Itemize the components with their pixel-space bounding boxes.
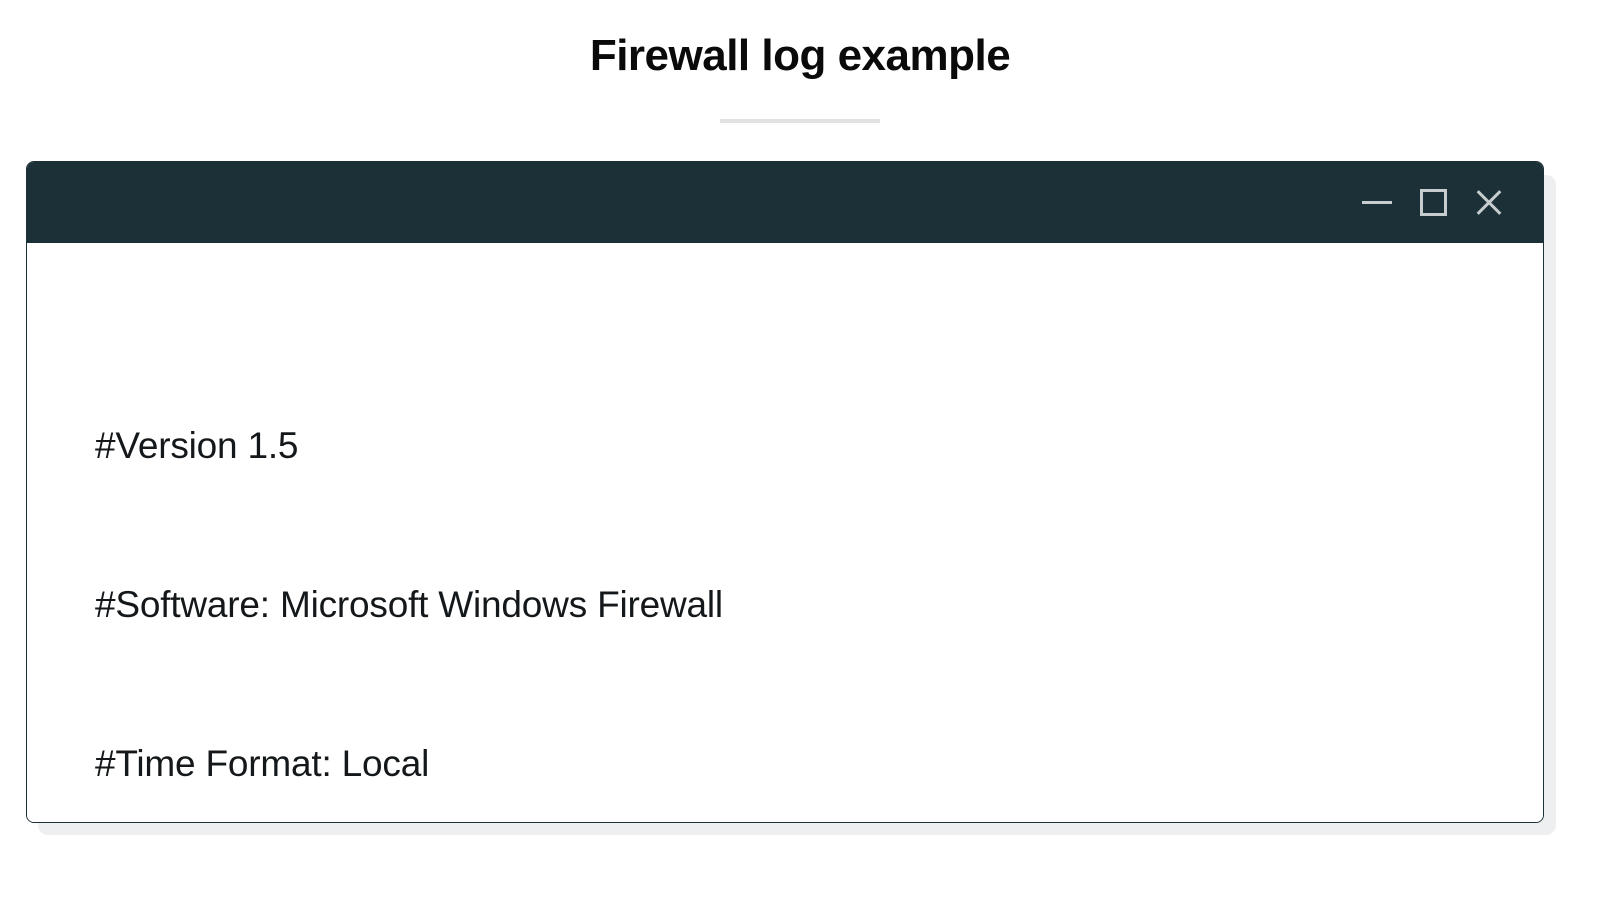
log-header-line: #Software: Microsoft Windows Firewall [95,584,723,625]
log-window-wrapper: #Version 1.5 #Software: Microsoft Window… [26,161,1556,835]
window-titlebar[interactable] [27,162,1543,243]
maximize-icon [1419,189,1447,216]
minimize-icon [1362,201,1392,204]
page-header: Firewall log example [0,0,1600,123]
log-content-area: #Version 1.5 #Software: Microsoft Window… [27,243,1543,822]
minimize-button[interactable] [1349,175,1405,231]
close-icon [1473,187,1505,219]
maximize-button[interactable] [1405,175,1461,231]
title-divider [720,118,880,123]
log-header-line: #Version 1.5 [95,425,299,466]
page-title: Firewall log example [589,31,1011,80]
log-window: #Version 1.5 #Software: Microsoft Window… [26,161,1544,823]
close-button[interactable] [1461,175,1517,231]
log-header-line: #Time Format: Local [95,743,430,784]
firewall-log-text: #Version 1.5 #Software: Microsoft Window… [95,313,1503,822]
